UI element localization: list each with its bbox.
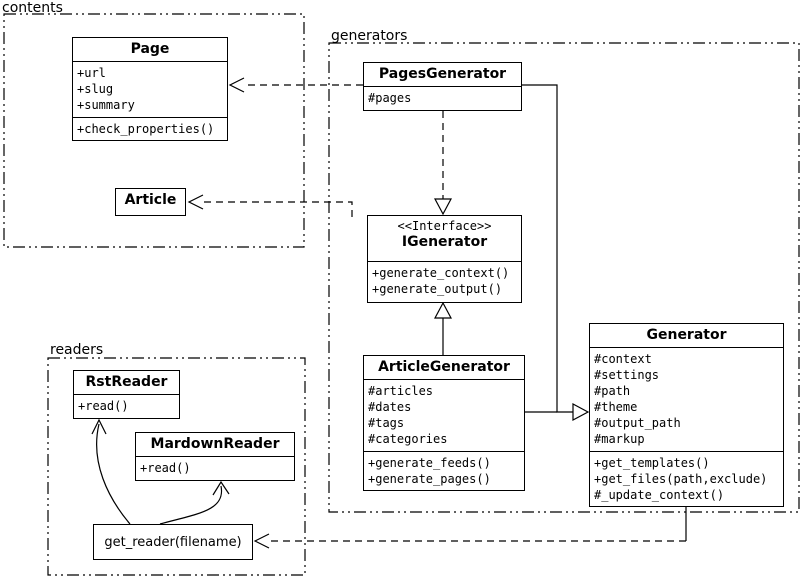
method: +generate_output() <box>372 282 503 296</box>
class-igenerator-title: <<Interface>> IGenerator <box>368 216 521 261</box>
package-readers-label: readers <box>50 342 104 358</box>
package-generators-border <box>328 42 800 513</box>
class-markdownreader: MardownReader +read() <box>135 432 295 481</box>
attribute: +url <box>77 66 106 80</box>
class-generator-methods: +get_templates() +get_files(path,exclude… <box>590 451 783 506</box>
class-page-attributes: +url +slug +summary <box>73 61 227 117</box>
class-igenerator: <<Interface>> IGenerator +generate_conte… <box>367 215 522 303</box>
arrowhead-to-page <box>228 77 245 93</box>
arrow-pagesgenerator-to-generator <box>522 84 573 413</box>
class-pagesgenerator: PagesGenerator #pages <box>363 62 522 111</box>
attribute: #articles <box>368 384 434 398</box>
class-article: Article <box>115 188 186 216</box>
class-generator: Generator #context #settings #path #them… <box>589 323 784 507</box>
attribute: #markup <box>594 432 645 446</box>
class-generator-title: Generator <box>646 327 727 343</box>
class-article-title: Article <box>124 192 177 208</box>
package-contents-label: contents <box>2 0 63 16</box>
method: +read() <box>140 461 191 475</box>
method: +generate_context() <box>372 266 510 280</box>
package-contents-border <box>3 13 305 248</box>
attribute: #path <box>594 384 631 398</box>
class-generator-attributes: #context #settings #path #theme #output_… <box>590 347 783 451</box>
class-page: Page +url +slug +summary +check_properti… <box>72 37 228 141</box>
class-articlegenerator: ArticleGenerator #articles #dates #tags … <box>363 355 525 491</box>
attribute: #tags <box>368 416 405 430</box>
triangle-igenerator-bottom <box>434 301 452 319</box>
class-rstreader-title: RstReader <box>85 374 168 390</box>
method: +get_files(path,exclude) <box>594 472 768 486</box>
triangle-generator-left <box>572 403 590 421</box>
attribute: #theme <box>594 400 638 414</box>
curve-getreader-to-markdownreader <box>159 485 223 525</box>
class-articlegenerator-title: ArticleGenerator <box>378 359 510 375</box>
attribute: #dates <box>368 400 412 414</box>
arrowhead-to-rstreader <box>91 418 107 435</box>
class-igenerator-name: IGenerator <box>401 234 488 250</box>
class-rstreader: RstReader +read() <box>73 370 180 419</box>
attribute: #categories <box>368 432 448 446</box>
method: +generate_pages() <box>368 472 491 486</box>
class-markdownreader-title: MardownReader <box>150 436 280 452</box>
class-articlegenerator-methods: +generate_feeds() +generate_pages() <box>364 451 524 490</box>
package-readers-border <box>47 357 306 576</box>
method: +generate_feeds() <box>368 456 491 470</box>
attribute: +slug <box>77 82 114 96</box>
curve-getreader-to-rstreader <box>96 423 131 525</box>
package-generators-label: generators <box>331 28 408 44</box>
class-igenerator-methods: +generate_context() +generate_output() <box>368 261 521 302</box>
class-page-title: Page <box>130 41 170 57</box>
class-rstreader-methods: +read() <box>74 394 179 418</box>
class-page-methods: +check_properties() <box>73 117 227 140</box>
attribute: #pages <box>368 91 412 105</box>
arrowhead-to-article <box>187 194 204 210</box>
class-pagesgenerator-title: PagesGenerator <box>378 66 507 82</box>
class-igenerator-stereotype: <<Interface>> <box>397 219 492 233</box>
function-get-reader: get_reader(filename) <box>93 524 253 560</box>
arrow-generators-to-article <box>202 201 353 217</box>
attribute: #output_path <box>594 416 681 430</box>
class-pagesgenerator-attributes: #pages <box>364 86 521 110</box>
attribute: #settings <box>594 368 660 382</box>
attribute: #context <box>594 352 652 366</box>
arrowhead-to-getreader <box>253 533 270 549</box>
method: +get_templates() <box>594 456 710 470</box>
triangle-igenerator-top <box>434 198 452 216</box>
class-articlegenerator-attributes: #articles #dates #tags #categories <box>364 379 524 451</box>
arrowhead-to-markdownreader <box>212 480 230 496</box>
method: #_update_context() <box>594 488 725 502</box>
class-markdownreader-methods: +read() <box>136 456 294 480</box>
method: +check_properties() <box>77 122 215 136</box>
method: +read() <box>78 399 129 413</box>
attribute: +summary <box>77 98 135 112</box>
